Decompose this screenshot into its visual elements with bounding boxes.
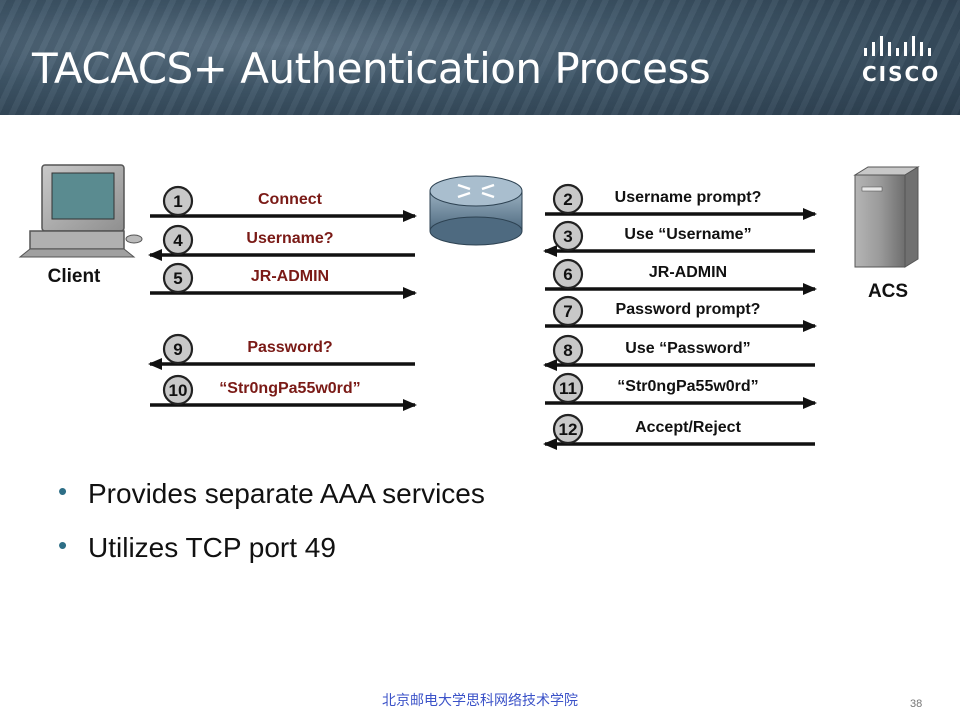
cisco-logo-icon xyxy=(864,36,931,56)
step-label-2: Username prompt? xyxy=(615,189,762,206)
step-number-2: 2 xyxy=(563,190,572,209)
step-number-3: 3 xyxy=(563,227,572,246)
footer-text: 北京邮电大学思科网络技术学院 xyxy=(382,693,578,709)
step-label-11: “Str0ngPa55w0rd” xyxy=(617,378,758,395)
step-number-circle xyxy=(552,372,584,404)
step-number-circle xyxy=(162,262,194,294)
bullet-item: • Provides separate AAA services xyxy=(58,476,485,510)
client-label: Client xyxy=(48,266,101,287)
bullet-text: Provides separate AAA services xyxy=(88,478,485,509)
step-label-7: Password prompt? xyxy=(616,301,761,318)
step-number-7: 7 xyxy=(563,302,572,321)
cisco-logo-text: CISCO xyxy=(862,62,941,86)
arrowhead-icon xyxy=(803,320,817,332)
step-number-circle xyxy=(162,185,194,217)
bullet-item: • Utilizes TCP port 49 xyxy=(58,530,485,564)
step-number-12: 12 xyxy=(559,420,578,439)
step-number-6: 6 xyxy=(563,265,572,284)
arrowhead-icon xyxy=(403,210,417,222)
step-12: 12 Accept/Reject xyxy=(543,413,815,450)
step-number-9: 9 xyxy=(173,340,182,359)
step-number-4: 4 xyxy=(173,231,183,250)
acs-label: ACS xyxy=(868,281,908,302)
arrowhead-icon xyxy=(543,438,557,450)
step-1: 1 Connect xyxy=(150,185,417,222)
arrowhead-icon xyxy=(543,245,557,257)
step-number-circle xyxy=(162,333,194,365)
step-label-5: JR-ADMIN xyxy=(251,268,329,285)
client-computer-icon xyxy=(18,164,143,258)
acs-server-icon xyxy=(853,166,920,268)
step-number-8: 8 xyxy=(563,341,572,360)
step-10: 10 “Str0ngPa55w0rd” xyxy=(150,374,417,411)
step-6: 6 JR-ADMIN xyxy=(545,258,817,295)
slide-header: TACACS+ Authentication Process CISCO xyxy=(0,0,960,115)
step-number-11: 11 xyxy=(559,379,577,398)
bullet-text: Utilizes TCP port 49 xyxy=(88,532,336,563)
step-number-circle xyxy=(552,183,584,215)
page-number: 38 xyxy=(910,698,923,710)
arrowhead-icon xyxy=(803,208,817,220)
step-9: 9 Password? xyxy=(148,333,415,370)
arrowhead-icon xyxy=(403,287,417,299)
router-icon xyxy=(429,175,523,246)
step-number-circle xyxy=(162,374,194,406)
step-number-circle xyxy=(552,258,584,290)
step-label-10: “Str0ngPa55w0rd” xyxy=(219,380,360,397)
step-label-12: Accept/Reject xyxy=(635,419,741,436)
step-5: 5 JR-ADMIN xyxy=(150,262,417,299)
step-7: 7 Password prompt? xyxy=(545,295,817,332)
step-label-4: Username? xyxy=(246,230,333,247)
step-number-5: 5 xyxy=(173,269,182,288)
arrowhead-icon xyxy=(148,249,162,261)
step-label-6: JR-ADMIN xyxy=(649,264,727,281)
step-label-1: Connect xyxy=(258,191,323,208)
step-number-circle xyxy=(162,224,194,256)
slide-title: TACACS+ Authentication Process xyxy=(32,44,711,93)
step-number-circle xyxy=(552,413,584,445)
bullet-list: • Provides separate AAA services • Utilizes… xyxy=(58,476,485,586)
step-label-9: Password? xyxy=(247,339,332,356)
step-number-circle xyxy=(552,334,584,366)
steps-layer: 1 Connect 2 Username prompt? 3 Use “Username”… xyxy=(148,183,817,450)
step-number-circle xyxy=(552,295,584,327)
arrowhead-icon xyxy=(803,397,817,409)
step-number-circle xyxy=(552,220,584,252)
bullet-dot-icon: • xyxy=(58,530,68,560)
step-11: 11 “Str0ngPa55w0rd” xyxy=(545,372,817,409)
arrowhead-icon xyxy=(403,399,417,411)
arrowhead-icon xyxy=(148,358,162,370)
arrowhead-icon xyxy=(803,283,817,295)
bullet-dot-icon: • xyxy=(58,476,68,506)
step-2: 2 Username prompt? xyxy=(545,183,817,220)
arrowhead-icon xyxy=(543,359,557,371)
step-3: 3 Use “Username” xyxy=(543,220,815,257)
step-label-8: Use “Password” xyxy=(625,340,750,357)
header-texture xyxy=(0,0,960,115)
step-number-1: 1 xyxy=(173,192,182,211)
step-number-10: 10 xyxy=(169,381,188,400)
step-8: 8 Use “Password” xyxy=(543,334,815,371)
step-label-3: Use “Username” xyxy=(624,226,751,243)
step-4: 4 Username? xyxy=(148,224,415,261)
